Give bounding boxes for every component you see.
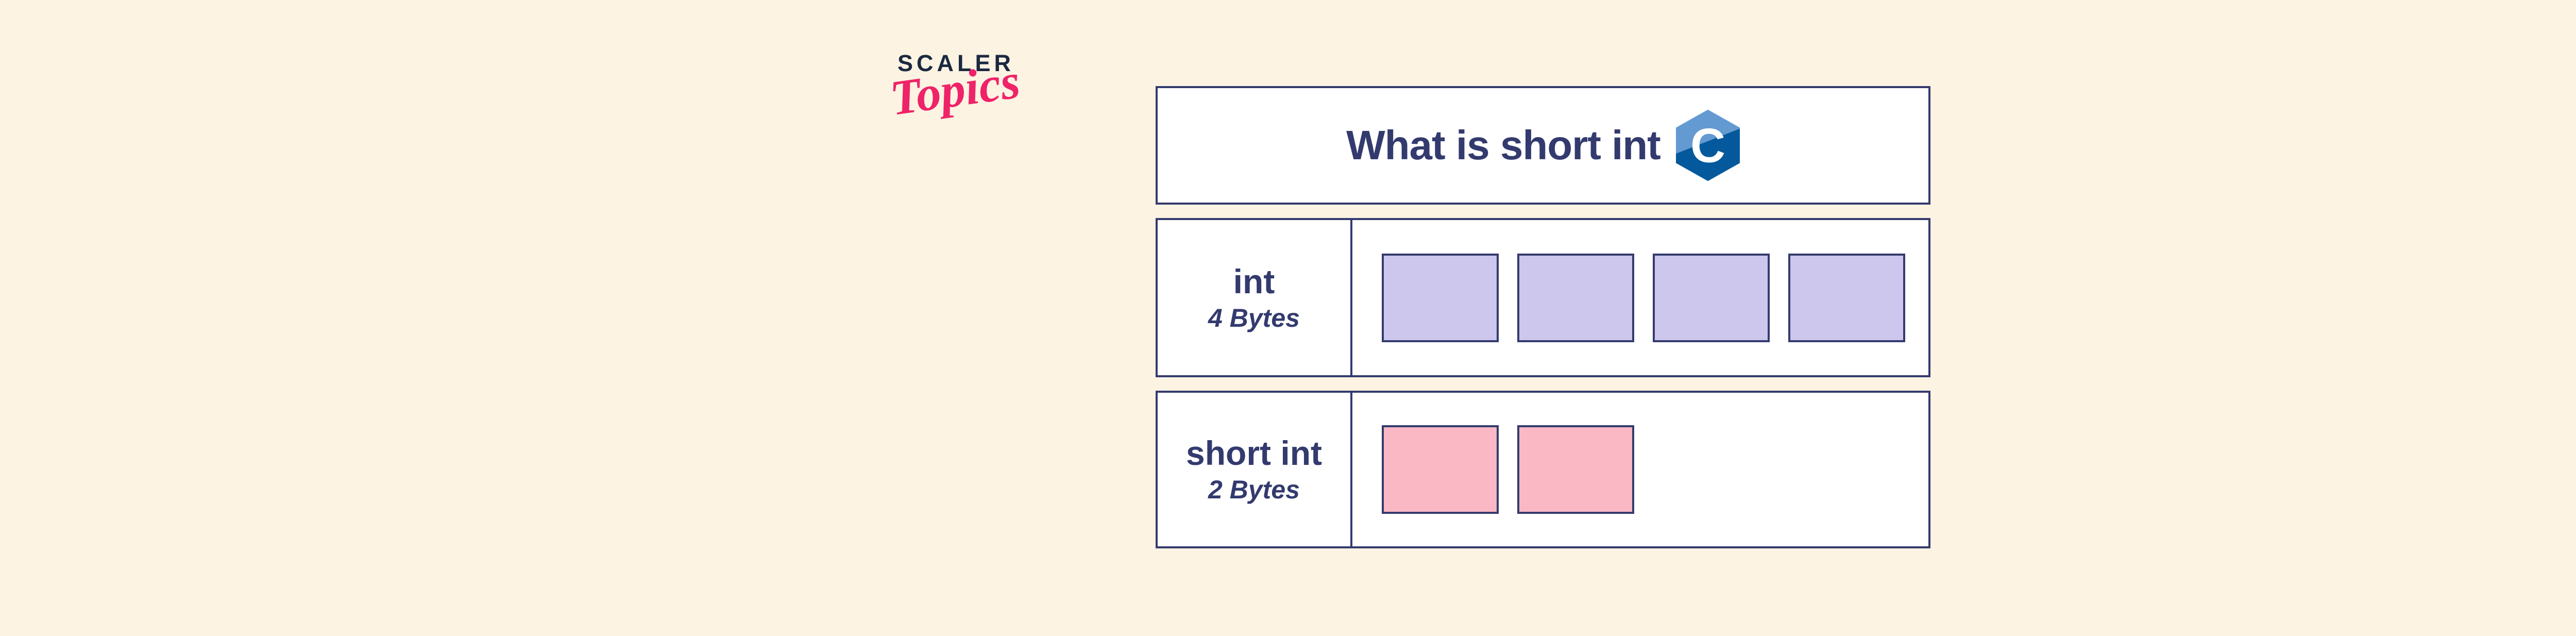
short-int-row-label: short int [1186, 434, 1322, 473]
short-int-row-label-cell: short int 2 Bytes [1158, 393, 1352, 546]
short-int-row-size-label: 2 Bytes [1208, 475, 1300, 505]
c-language-icon: C [1675, 109, 1740, 181]
int-byte-box [1788, 253, 1905, 342]
c-logo-letter: C [1690, 118, 1725, 172]
short-int-row: short int 2 Bytes [1156, 391, 1930, 548]
int-row-label: int [1233, 262, 1275, 300]
scaler-wordmark: SCALER [897, 50, 1015, 76]
short-int-byte-box [1382, 425, 1499, 514]
scaler-topics-logo: SCALER Topics [887, 50, 1023, 126]
title-box: What is short int C [1156, 86, 1930, 205]
int-row: int 4 Bytes [1156, 218, 1930, 377]
page-title: What is short int [1346, 122, 1661, 168]
int-byte-box [1382, 253, 1499, 342]
int-byte-boxes [1352, 220, 1928, 375]
int-byte-box [1653, 253, 1770, 342]
short-int-byte-box [1517, 425, 1634, 514]
short-int-byte-boxes [1352, 393, 1928, 546]
int-row-size-label: 4 Bytes [1208, 303, 1300, 332]
c-logo-dark-half [1675, 128, 1740, 181]
int-byte-box [1517, 253, 1634, 342]
c-logo-light-half [1675, 109, 1740, 154]
int-row-label-cell: int 4 Bytes [1158, 220, 1352, 375]
